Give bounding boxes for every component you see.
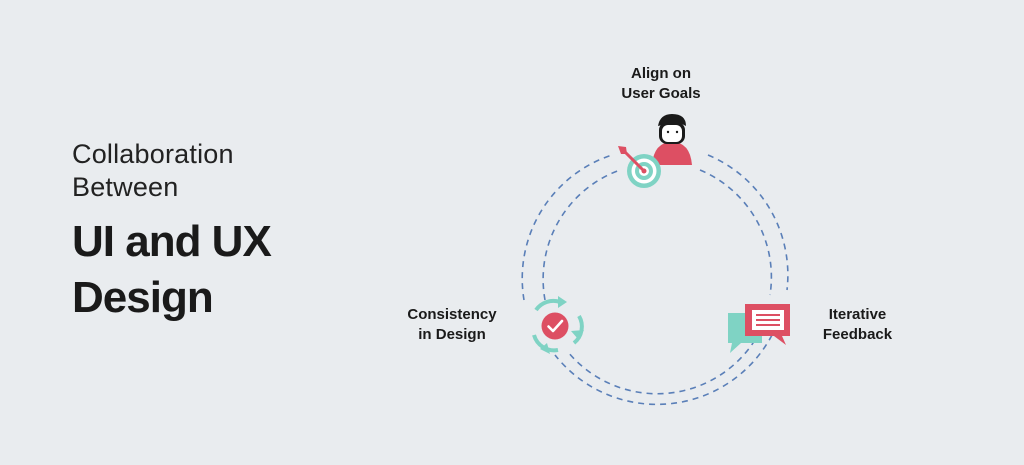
step-label-iterative-feedback: Iterative Feedback xyxy=(800,305,915,345)
dashed-cycle-rings xyxy=(521,154,789,406)
step-label-line-1: Align on xyxy=(631,65,691,82)
main-title: UI and UX Design xyxy=(72,214,272,326)
subtitle: Collaboration Between xyxy=(72,138,271,204)
inner-ring-arc-left xyxy=(542,169,621,301)
chat-feedback-icon xyxy=(728,304,790,353)
user-target-icon xyxy=(618,114,692,188)
step-label-line-2: Feedback xyxy=(822,326,893,343)
subtitle-line-2: Between xyxy=(72,172,179,202)
step-label-line-2: User Goals xyxy=(621,85,701,102)
inner-ring-arc-right xyxy=(699,169,773,296)
step-label-consistency: Consistency in Design xyxy=(392,305,512,345)
main-title-line-1: UI and UX xyxy=(72,217,272,266)
subtitle-line-1: Collaboration xyxy=(72,139,234,169)
main-title-line-2: Design xyxy=(72,273,214,322)
outer-ring-arc-right xyxy=(707,154,789,291)
inner-ring-arc-bottom xyxy=(567,339,756,395)
title-block: Collaboration Between UI and UX Design xyxy=(72,138,272,326)
step-label-align-goals: Align on User Goals xyxy=(606,64,716,104)
outer-ring-arc-left xyxy=(521,154,613,301)
step-label-line-2: in Design xyxy=(418,326,486,343)
step-label-line-1: Consistency xyxy=(407,306,497,323)
step-label-line-1: Iterative xyxy=(828,306,887,323)
refresh-check-icon xyxy=(532,296,584,354)
outer-ring-arc-bottom xyxy=(554,334,773,406)
